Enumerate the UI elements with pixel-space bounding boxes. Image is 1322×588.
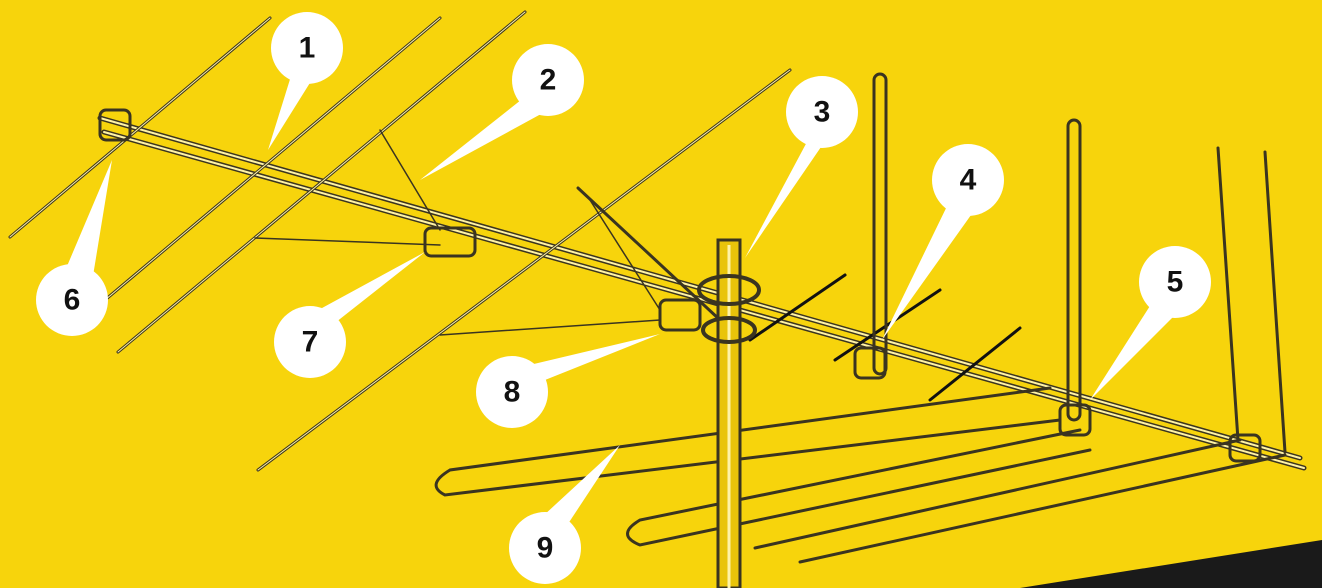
antenna-illustration: [10, 12, 1322, 588]
callout-4: 4: [882, 144, 1004, 340]
callout-7: 7: [274, 252, 425, 378]
callout-2-label: 2: [540, 64, 557, 97]
callout-3: 3: [745, 76, 858, 258]
callout-8: 8: [476, 334, 660, 428]
callout-5: 5: [1090, 246, 1211, 400]
callout-6-label: 6: [64, 284, 81, 317]
callout-3-label: 3: [814, 96, 831, 129]
callout-4-label: 4: [960, 164, 977, 197]
callout-9: 9: [509, 445, 620, 584]
callout-8-label: 8: [504, 376, 521, 409]
callout-6: 6: [36, 160, 112, 336]
callout-9-label: 9: [537, 532, 554, 565]
antenna-boom: [100, 118, 1304, 468]
callout-7-label: 7: [302, 326, 319, 359]
director-elements: [10, 12, 790, 470]
callout-2: 2: [420, 44, 584, 180]
callout-1-label: 1: [299, 32, 316, 65]
corner-shadow: [1020, 540, 1322, 588]
callout-5-label: 5: [1167, 266, 1184, 299]
